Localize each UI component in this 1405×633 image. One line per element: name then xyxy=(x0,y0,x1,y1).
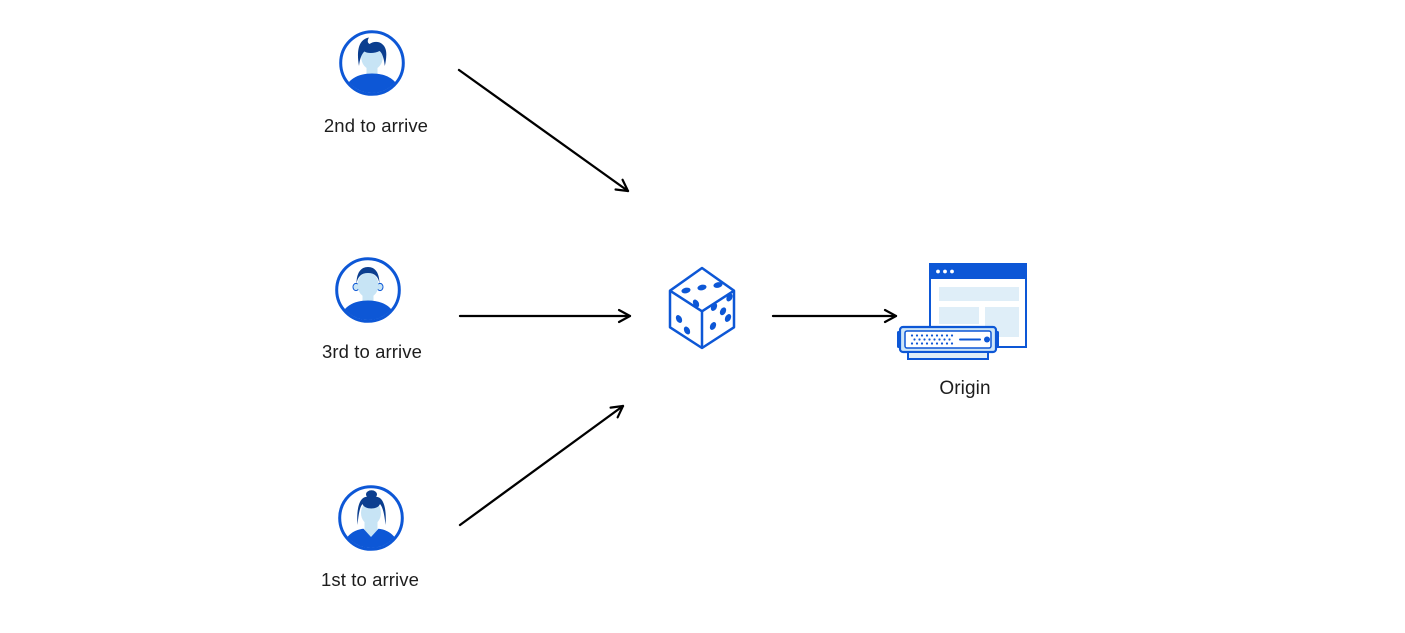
client-node-1st-to-arrive xyxy=(338,485,404,551)
origin-server-icon xyxy=(897,263,1027,360)
dice-icon xyxy=(668,266,736,350)
client-label-1st-to-arrive: 1st to arrive xyxy=(321,569,419,590)
person-avatar-icon xyxy=(335,257,401,323)
origin-label: Origin xyxy=(939,378,991,399)
client-node-2nd-to-arrive xyxy=(339,30,405,96)
origin-node xyxy=(897,263,1029,363)
server-icon xyxy=(897,325,999,360)
client-label-3rd-to-arrive: 3rd to arrive xyxy=(321,341,422,362)
client-label-2nd-to-arrive: 2nd to arrive xyxy=(323,115,429,136)
randomizer-node xyxy=(668,266,736,352)
person-avatar-icon xyxy=(338,485,404,551)
client-node-3rd-to-arrive xyxy=(335,257,401,323)
arrow-client-bottom-to-dice xyxy=(458,404,625,527)
arrow-client-top-to-dice xyxy=(457,68,630,193)
person-avatar-icon xyxy=(339,30,405,96)
